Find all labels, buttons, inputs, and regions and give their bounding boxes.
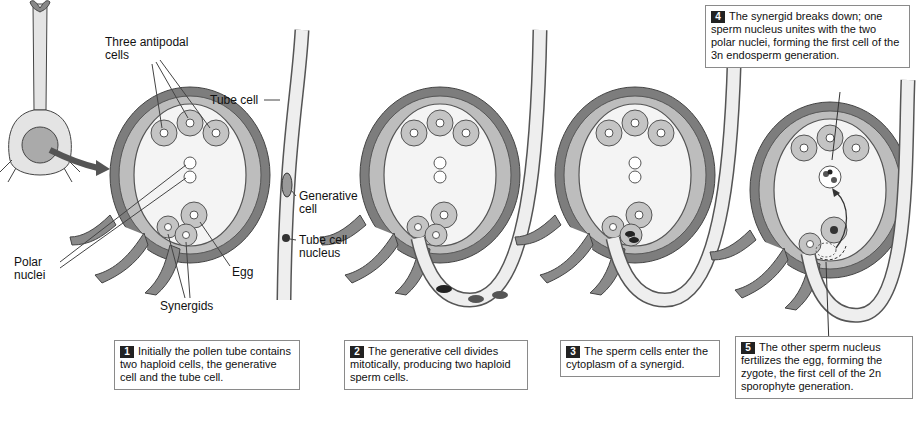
illustration-part: [418, 30, 540, 300]
illustration-part: [629, 237, 639, 243]
leader-lines: [60, 60, 296, 298]
caption-box: 3The sperm cells enter the cytoplasm of …: [560, 340, 720, 377]
illustration-part: [168, 234, 190, 298]
callout-number: 2: [350, 346, 364, 358]
illustration-part: [60, 165, 186, 268]
callout-number: 4: [711, 11, 725, 23]
part-label: Synergids: [160, 300, 230, 313]
illustration-part: [9, 110, 72, 175]
illustration-part: [807, 241, 814, 248]
caption-box: 2The generative cell divides mitotically…: [344, 340, 528, 390]
illustration-part: [808, 80, 908, 315]
illustration-part: [418, 30, 540, 300]
caption-box: 5The other sperm nucleus fertilizes the …: [735, 336, 913, 399]
illustration-part: [816, 243, 836, 257]
pollen-tube: [808, 80, 908, 315]
polar-nuclei: [184, 157, 196, 183]
ovule: [70, 87, 270, 295]
illustration-part: [832, 188, 840, 197]
caption-text: The sperm cells enter the cytoplasm of a…: [566, 345, 713, 371]
illustration-part: [200, 222, 230, 266]
illustration-part: [33, 4, 47, 110]
illustration-part: [821, 217, 847, 243]
illustration-part: [492, 291, 508, 299]
illustration-part: [282, 234, 290, 242]
callout-number: 1: [120, 346, 134, 358]
illustration-part: [625, 231, 635, 237]
caption-box: 1Initially the pollen tube contains two …: [114, 340, 300, 390]
part-label: Generative cell: [299, 190, 367, 216]
illustration-part: [832, 92, 840, 160]
part-label: Tube cell: [210, 94, 264, 107]
illustration-part: [96, 160, 110, 176]
caption-text: The other sperm nucleus fertilizes the e…: [741, 341, 906, 393]
illustration-part: [799, 233, 821, 255]
illustration-part: [291, 190, 296, 196]
illustration-part: [0, 160, 80, 182]
illustration-part: [282, 173, 292, 197]
pistil-drawing: [0, 1, 110, 182]
illustration-part: [819, 166, 841, 188]
illustration-part: [290, 239, 296, 240]
illustration-part: [808, 80, 908, 315]
illustration-part: [830, 226, 838, 234]
caption-box: 4The synergid breaks down; one sperm nuc…: [705, 5, 910, 68]
polar-nuclei: [629, 157, 641, 183]
callout-number: 5: [741, 342, 755, 354]
illustration-part: [468, 295, 484, 303]
part-label: Three antipodal cells: [105, 36, 205, 62]
fertilization: [799, 92, 847, 374]
part-label: Polar nuclei: [14, 256, 60, 282]
part-label: Egg: [232, 266, 272, 279]
illustration-part: [152, 60, 210, 128]
illustration-part: [22, 127, 58, 163]
pollen-tube: [418, 30, 540, 303]
illustration-part: [264, 100, 280, 101]
illustration-part: [436, 285, 452, 293]
illustration-part: [831, 177, 837, 183]
illustration-part: [836, 192, 847, 248]
callout-number: 3: [566, 346, 580, 358]
polar-nuclei: [434, 157, 446, 183]
illustration-part: [50, 150, 98, 168]
illustration-part: [820, 246, 846, 260]
illustration-part: [828, 170, 833, 175]
caption-text: The generative cell divides mitotically,…: [350, 345, 521, 384]
caption-text: The synergid breaks down; one sperm nucl…: [711, 10, 903, 62]
egg-apparatus: [157, 202, 207, 246]
caption-text: Initially the pollen tube contains two h…: [120, 345, 293, 384]
illustration-part: [30, 1, 50, 12]
part-label: Tube cell nucleus: [299, 234, 361, 260]
